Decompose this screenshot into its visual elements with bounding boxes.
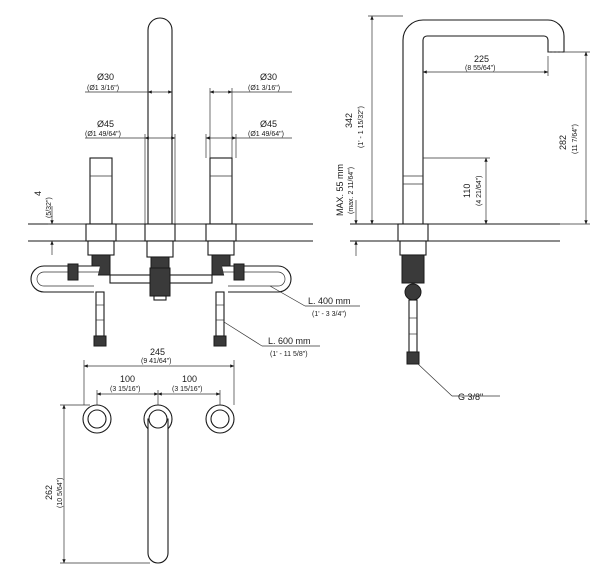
dim100a-label: 100 [120,374,135,384]
side-view: 225 (8 55/64") 342 (1' - 1 15/32") 282 (… [335,15,590,402]
left-supply-hose [95,291,105,337]
leader-hose600 [223,321,263,347]
thread-label: G 3/8" [458,392,483,402]
d30-right-label: Ø30 [260,72,277,82]
right-supply-hose [215,291,225,337]
dim342-inch: (1' - 1 15/32") [358,106,365,148]
left-handle [89,157,113,225]
hose600-label: L. 600 mm [268,336,311,346]
dim262-inch: (10 5/64") [57,477,64,508]
side-supply-nut [406,351,420,365]
left-supply-nut [93,335,107,347]
dim342-label: 342 [344,113,354,128]
maxdeck-label: MAX. 55 mm [335,164,345,216]
tee-fitting [149,267,171,297]
dim100b-inch: (3 15/16") [172,386,203,393]
d45-right-inch: (Ø1 49/64") [248,131,284,138]
maxdeck-inch: (max. 2 11/64") [348,167,355,214]
front-view: Ø30 (Ø1 3/16") Ø30 (Ø1 3/16") Ø45 (Ø1 49… [28,17,360,358]
tee-outlet [153,295,167,301]
hose600-inch: (1' - 11 5/8") [270,351,308,358]
d45-left-label: Ø45 [97,119,114,129]
right-hose-loop [222,265,292,293]
dim282-label: 282 [558,135,568,150]
dim110-inch: (4 21/64") [476,175,483,206]
dim225-inch: (8 55/64") [465,65,496,72]
d45-left-inch: (Ø1 49/64") [85,131,121,138]
side-shank [401,254,425,284]
right-supply-nut [213,335,227,347]
right-valve-body [207,240,235,256]
dim110-label: 110 [462,184,472,198]
left-hose-nut [67,263,79,281]
leader-hose400 [269,285,306,307]
d30-left-label: Ø30 [97,72,114,82]
dim262-label: 262 [44,485,54,500]
d30-left-inch: (Ø1 3/16") [87,85,119,92]
right-handle [209,157,233,225]
hose400-label: L. 400 mm [308,296,351,306]
plan-right-handle [210,409,230,429]
left-handle-flange [85,223,117,242]
side-flange [397,223,429,242]
dim282-inch: (11 7/64") [572,124,579,154]
side-body [399,240,427,256]
dim245-inch: (9 41/64") [141,358,172,365]
plan-view: 245 (9 41/64") 100 (3 15/16") 100 (3 15/… [44,347,235,564]
dim4-label: 4 [33,191,43,196]
dim245-label: 245 [150,347,165,357]
dim100b-label: 100 [182,374,197,384]
d45-right-label: Ø45 [260,119,277,129]
right-handle-flange [205,223,237,242]
dim100a-inch: (3 15/16") [110,386,141,393]
spout [147,17,173,225]
plan-left-handle [87,409,107,429]
side-spout [402,19,565,225]
spout-flange [144,223,176,242]
hose400-inch: (1' - 3 3/4") [312,311,346,318]
d30-right-inch: (Ø1 3/16") [248,85,280,92]
left-hose-loop [30,265,100,293]
left-valve-body [87,240,115,256]
dim225-label: 225 [474,54,489,64]
right-hose-nut [233,263,245,281]
dim4-inch: (5/32") [46,197,53,218]
side-valve [404,283,422,301]
spout-body [146,240,174,258]
side-supply-hose [408,299,418,353]
plan-spout [147,418,169,564]
